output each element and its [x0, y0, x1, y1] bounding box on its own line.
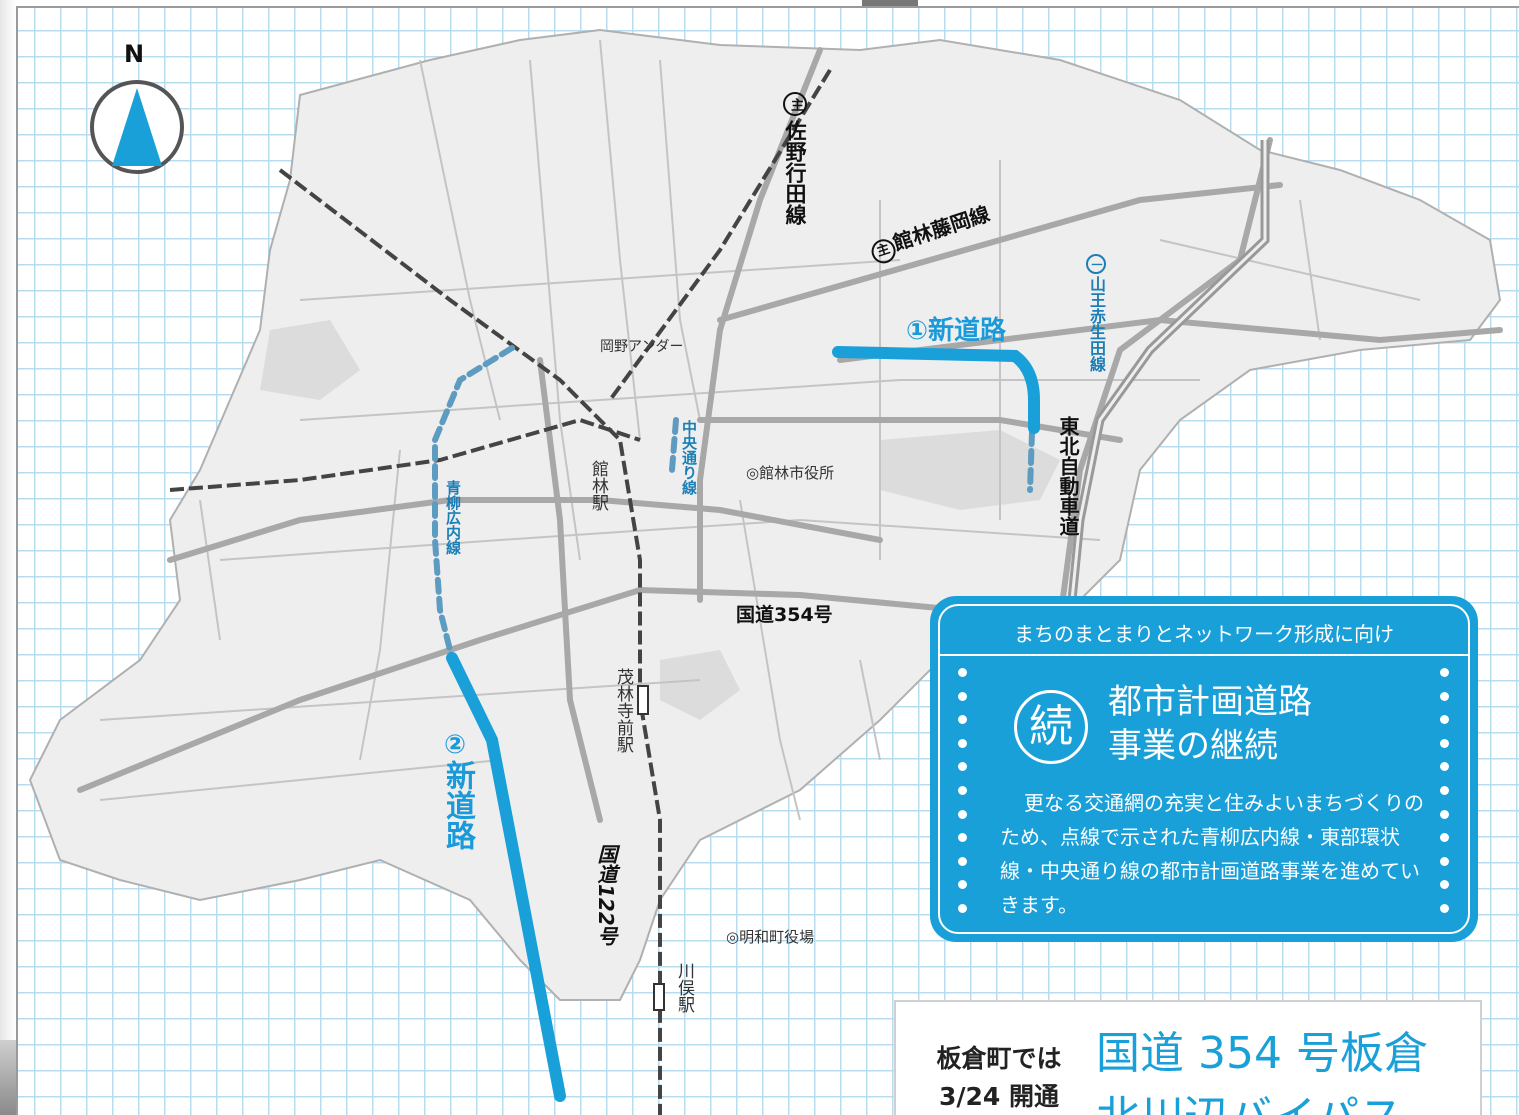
station-marker-kawamata: [653, 983, 665, 1011]
city-area: [28, 28, 1502, 1001]
place-tatebayashi-station: 館林駅: [588, 460, 608, 511]
info-panel-divider: [940, 654, 1468, 656]
info-panel-title: 都市計画道路 事業の継続: [1108, 682, 1312, 766]
info-panel-body: 更なる交通網の充実と住みよいまちづくりのため、点線で示された青柳広内線・東部環状…: [1000, 791, 1424, 917]
place-okano-under: 岡野アンダー: [600, 339, 684, 355]
minor-roads: [99, 39, 1421, 821]
planned-chuo: [669, 417, 679, 473]
new-road-2-number: ②: [444, 730, 467, 760]
planned-label-aoyagi: 青柳広内線: [444, 480, 462, 555]
road-label-sano-gyoda: 主佐野行田線: [780, 92, 810, 225]
north-arrow-icon: [90, 80, 184, 174]
top-edge: [16, 0, 1519, 8]
bypass-announcement: 板倉町では 3/24 開通 国道 354 号板倉 北川辺バイパス: [894, 1000, 1482, 1115]
new-road-2-label: 新道路: [440, 760, 475, 850]
place-kawamata-station: 川俣駅: [674, 962, 694, 1013]
new-road-2: [446, 652, 566, 1102]
railway-tobu-sano: [608, 68, 832, 402]
place-meiwa-office: ◎明和町役場: [726, 928, 815, 946]
new-road-1-label: ①新道路: [906, 316, 1007, 346]
planned-east-ring: [1027, 429, 1035, 493]
bypass-announcement-title: 国道 354 号板倉 北川辺バイパス: [1096, 1028, 1428, 1115]
station-marker-morinji: [637, 685, 649, 715]
pond: [260, 320, 360, 400]
planned-label-chuo: 中央通り線: [680, 420, 698, 495]
left-photo-strip: [0, 1040, 16, 1115]
railway-tobu-main: [278, 168, 662, 1115]
north-label: N: [124, 40, 145, 68]
bypass-announcement-date: 板倉町では 3/24 開通: [936, 1044, 1062, 1111]
main-road-icon: 主: [783, 92, 807, 116]
railway-tobu-koizumi: [169, 417, 641, 492]
road-tatebayashi-fujioka: [717, 182, 1283, 323]
prefectural-road-icon: 一: [1086, 254, 1106, 274]
continue-badge: 続: [1014, 690, 1088, 764]
pond: [880, 430, 1060, 510]
road-route354: [77, 586, 963, 793]
planned-roads: [432, 345, 1035, 661]
road-label-yamaoo: 一山王赤生田線: [1084, 254, 1108, 372]
info-panel-border: まちのまとまりとネットワーク形成に向け 続 都市計画道路 事業の継続 更なる交通…: [938, 604, 1470, 934]
road-label-route122: 国道122号: [594, 844, 618, 946]
info-panel: まちのまとまりとネットワーク形成に向け 続 都市計画道路 事業の継続 更なる交通…: [930, 596, 1478, 942]
top-edge-block: [862, 0, 918, 6]
pond: [660, 650, 740, 720]
page-edge: [0, 0, 18, 1115]
info-panel-header: まちのまとまりとネットワーク形成に向け: [1014, 622, 1394, 646]
road-label-route354: 国道354号: [736, 604, 833, 626]
place-morinji-station: 茂林寺前駅: [613, 668, 633, 753]
dot-border-right: [1440, 668, 1450, 928]
planned-aoyagi: [432, 345, 515, 661]
major-roads: [77, 47, 1503, 823]
new-road-1: [832, 346, 1040, 434]
place-city-hall: ◎館林市役所: [746, 464, 835, 482]
road-label-tohoku-expressway: 東北自動車道: [1056, 416, 1080, 536]
dot-border-left: [958, 668, 968, 928]
railways: [169, 68, 832, 1115]
